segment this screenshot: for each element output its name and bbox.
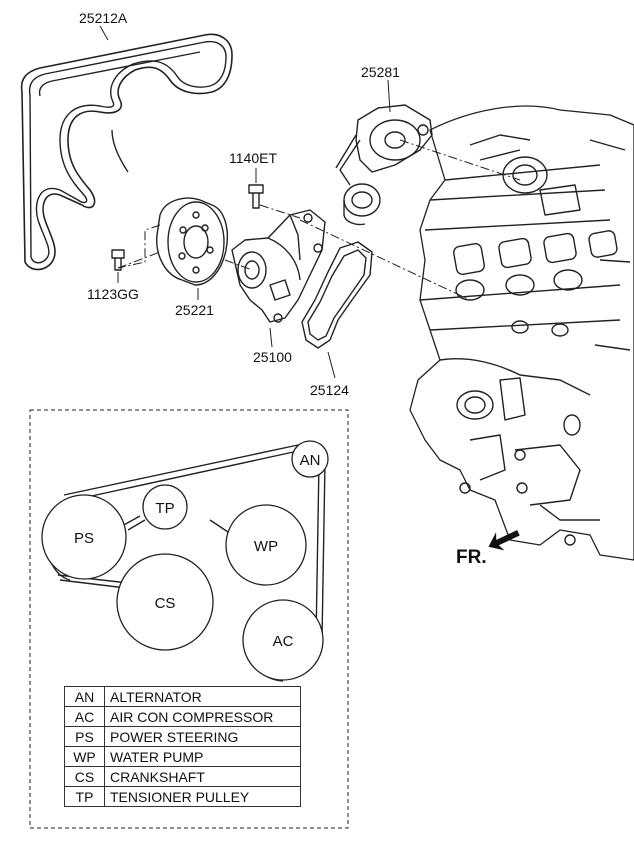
pulley-tp-circle <box>142 484 188 530</box>
pulley-an-label: AN <box>300 452 321 469</box>
gasket-drawing <box>301 241 373 349</box>
pulley-cs-label: CS <box>155 595 176 612</box>
part-label-belt[interactable]: 25212A <box>79 10 128 26</box>
front-arrow-icon <box>488 530 520 551</box>
legend-name: ALTERNATOR <box>104 686 301 707</box>
part-label-gasket[interactable]: 25124 <box>310 382 349 398</box>
drive-belt-drawing <box>20 33 233 271</box>
part-label-water-pump[interactable]: 25100 <box>253 349 292 365</box>
front-marker-label: FR. <box>456 547 487 568</box>
legend-code: TP <box>64 786 105 807</box>
legend-code: AN <box>64 686 105 707</box>
water-pump-pulley-drawing <box>156 197 229 286</box>
pulley-cs-circle <box>116 553 214 651</box>
part-label-bolt-lower[interactable]: 1123GG <box>87 286 139 302</box>
bolt-drawings <box>111 184 264 271</box>
legend-code: AC <box>64 706 105 727</box>
legend-name: WATER PUMP <box>104 746 301 767</box>
legend-code: WP <box>64 746 105 767</box>
pulley-an-circle <box>291 440 329 478</box>
part-label-tensioner[interactable]: 25281 <box>361 64 400 80</box>
part-label-pulley[interactable]: 25221 <box>175 302 214 318</box>
legend-code: PS <box>64 726 105 747</box>
pulley-ps-label: PS <box>74 530 94 547</box>
alignment-lines <box>117 139 521 301</box>
pulley-ac-label: AC <box>273 633 294 650</box>
belt-routing-frame <box>29 409 349 829</box>
pulley-tp-label: TP <box>155 500 174 517</box>
legend-name: CRANKSHAFT <box>104 766 301 787</box>
tensioner-assembly-drawing <box>335 104 433 226</box>
legend-name: AIR CON COMPRESSOR <box>104 706 301 727</box>
water-pump-drawing <box>231 209 326 323</box>
legend-code: CS <box>64 766 105 787</box>
pulley-wp-label: WP <box>254 538 278 555</box>
pulley-ps-circle <box>41 494 127 580</box>
pulley-ac-circle <box>242 599 324 681</box>
leader-lines <box>99 25 391 379</box>
legend-name: POWER STEERING <box>104 726 301 747</box>
engine-block-drawing <box>409 105 634 561</box>
part-label-bolt-upper[interactable]: 1140ET <box>229 150 277 166</box>
legend-name: TENSIONER PULLEY <box>104 786 301 807</box>
pulley-wp-circle <box>225 504 307 586</box>
